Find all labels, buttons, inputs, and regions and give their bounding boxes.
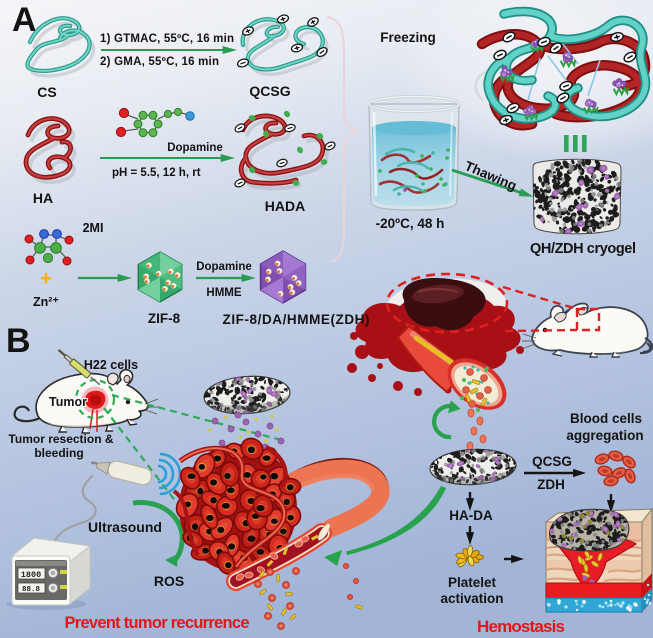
svg-text:Zn²⁺: Zn²⁺ xyxy=(33,295,59,309)
svg-text:B: B xyxy=(6,322,31,360)
svg-text:Blood cells: Blood cells xyxy=(570,411,642,426)
svg-text:Freezing: Freezing xyxy=(380,30,436,45)
svg-text:+: + xyxy=(40,267,52,290)
svg-text:2MI: 2MI xyxy=(83,221,104,235)
svg-text:pH = 5.5, 12 h, rt: pH = 5.5, 12 h, rt xyxy=(112,167,201,179)
svg-text:A: A xyxy=(12,1,37,39)
svg-text:Tumor resection &: Tumor resection & xyxy=(8,432,113,446)
svg-text:2) GMA, 55ºC, 16 min: 2) GMA, 55ºC, 16 min xyxy=(100,56,219,68)
svg-text:Prevent tumor recurrence: Prevent tumor recurrence xyxy=(65,614,250,632)
svg-text:ZIF-8/DA/HMME(ZDH): ZIF-8/DA/HMME(ZDH) xyxy=(223,312,370,327)
svg-text:HADA: HADA xyxy=(265,198,305,214)
svg-text:aggregation: aggregation xyxy=(566,428,643,443)
svg-text:bleeding: bleeding xyxy=(34,446,83,460)
svg-text:Hemostasis: Hemostasis xyxy=(477,617,565,636)
svg-text:1800: 1800 xyxy=(21,570,41,580)
svg-text:1) GTMAC, 55ºC, 16 min: 1) GTMAC, 55ºC, 16 min xyxy=(100,33,234,45)
svg-text:Ultrasound: Ultrasound xyxy=(88,519,162,535)
svg-text:QH/ZDH cryogel: QH/ZDH cryogel xyxy=(530,241,636,257)
svg-text:Dopamine: Dopamine xyxy=(196,261,252,273)
svg-text:QCSG: QCSG xyxy=(249,83,290,99)
svg-text:QCSG: QCSG xyxy=(532,454,572,469)
svg-text:HA-DA: HA-DA xyxy=(449,508,493,523)
svg-text:CS: CS xyxy=(37,84,56,100)
svg-text:ZDH: ZDH xyxy=(537,477,565,492)
svg-text:Dopamine: Dopamine xyxy=(167,142,223,154)
svg-text:-20ºC, 48 h: -20ºC, 48 h xyxy=(376,216,445,231)
svg-text:activation: activation xyxy=(440,591,503,606)
svg-text:Tumor: Tumor xyxy=(49,395,87,409)
svg-text:HA: HA xyxy=(33,190,53,206)
svg-text:H22 cells: H22 cells xyxy=(84,358,138,372)
svg-text:Platelet: Platelet xyxy=(448,575,497,590)
svg-text:ROS: ROS xyxy=(154,573,184,589)
svg-text:ZIF-8: ZIF-8 xyxy=(148,311,181,326)
svg-text:HMME: HMME xyxy=(206,287,241,299)
svg-text:88.8: 88.8 xyxy=(22,586,41,594)
